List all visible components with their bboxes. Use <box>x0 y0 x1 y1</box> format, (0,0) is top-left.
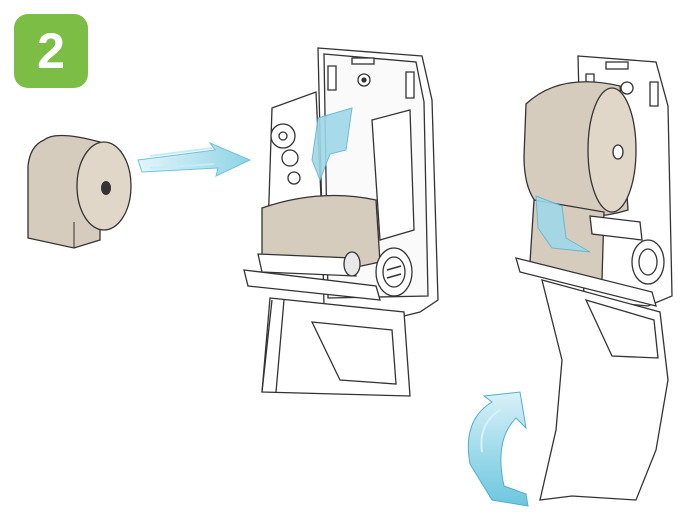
dispenser-loaded <box>515 55 673 501</box>
paper-roll-icon <box>27 134 132 249</box>
step-number: 2 <box>37 23 65 79</box>
rotate-arrow-icon <box>467 391 529 507</box>
dispenser-open <box>243 47 439 397</box>
step-badge: 2 <box>14 14 88 88</box>
insert-arrow-icon <box>137 141 252 177</box>
feed-arrow <box>535 195 591 253</box>
insert-paper-arrow <box>311 107 353 182</box>
